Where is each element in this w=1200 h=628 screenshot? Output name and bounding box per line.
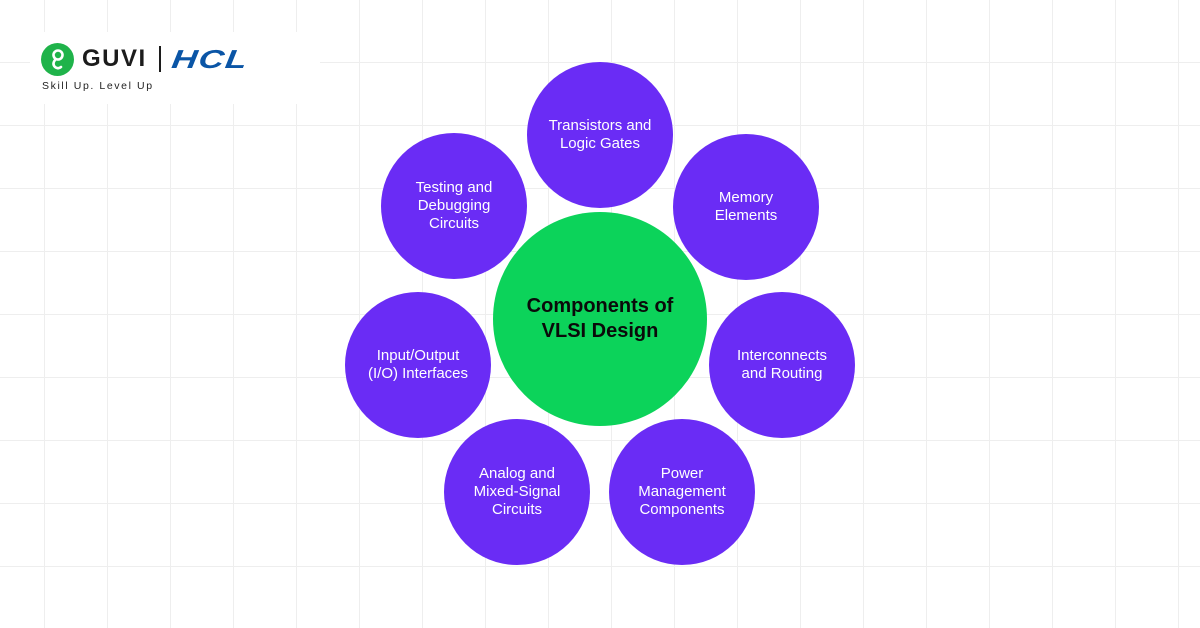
logo-row: GUVI HCL [41, 42, 250, 76]
center-node-vlsi-design: Components of VLSI Design [493, 212, 707, 426]
guvi-glyph-icon [51, 49, 64, 70]
brand-logo: GUVI HCL Skill Up. Level Up [30, 32, 320, 104]
node-io-interfaces: Input/Output (I/O) Interfaces [345, 292, 491, 438]
node-analog-mixed-signal: Analog and Mixed-Signal Circuits [444, 419, 590, 565]
brand-tagline: Skill Up. Level Up [42, 80, 154, 92]
logo-divider [158, 46, 161, 72]
guvi-wordmark: GUVI [82, 45, 147, 72]
node-testing-debugging: Testing and Debugging Circuits [381, 133, 527, 279]
node-memory-elements: Memory Elements [673, 134, 819, 280]
guvi-logo-icon [41, 42, 74, 76]
node-interconnects-routing: Interconnects and Routing [709, 292, 855, 438]
node-power-management: Power Management Components [609, 419, 755, 565]
node-transistors-logic-gates: Transistors and Logic Gates [527, 62, 673, 208]
